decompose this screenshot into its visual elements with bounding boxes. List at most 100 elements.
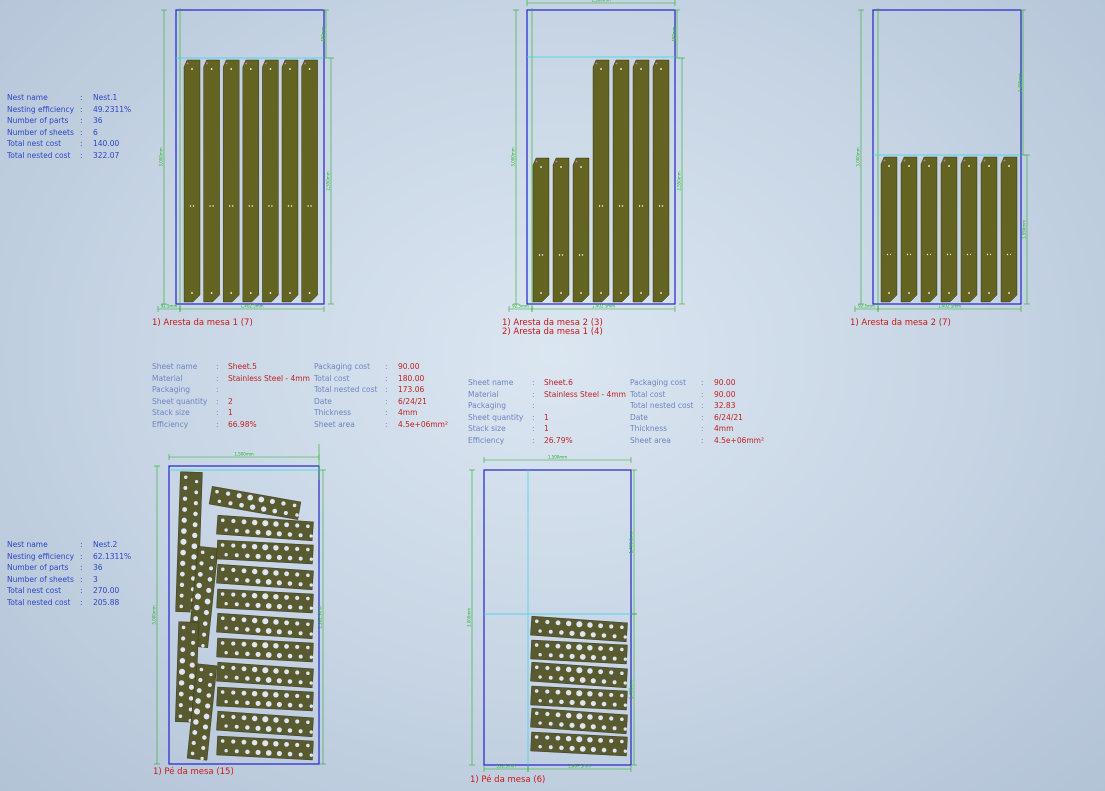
part-hole bbox=[230, 68, 233, 70]
part-marker bbox=[883, 159, 886, 162]
part-hole bbox=[236, 493, 242, 499]
part-hole bbox=[220, 543, 225, 547]
part-hole bbox=[180, 538, 187, 545]
part-hole bbox=[192, 205, 195, 207]
info-value: 90.00 bbox=[714, 389, 736, 399]
part-hole bbox=[234, 553, 239, 558]
part-hole bbox=[579, 700, 586, 706]
dimension-label: 552.5mm bbox=[496, 764, 515, 769]
info-value: 173.06 bbox=[398, 385, 425, 394]
part-marker bbox=[963, 159, 966, 162]
nested-part bbox=[960, 156, 978, 303]
part-hole bbox=[197, 571, 203, 577]
part-hole bbox=[623, 727, 627, 731]
part-hole bbox=[966, 253, 969, 256]
sheet-2-drawing[interactable]: 1,500mm3,000mm2,550mm450mm1,402.5mm92.5m… bbox=[497, 0, 692, 320]
part-hole bbox=[209, 672, 213, 677]
part-hole bbox=[306, 596, 310, 601]
part-hole bbox=[306, 573, 310, 578]
part-hole bbox=[224, 700, 228, 704]
part-hole bbox=[191, 292, 193, 294]
part-hole bbox=[295, 546, 300, 552]
part-hole bbox=[188, 684, 195, 690]
part-hole bbox=[298, 703, 303, 708]
part-hole bbox=[276, 554, 282, 561]
part-hole bbox=[178, 703, 183, 708]
part-hole bbox=[262, 691, 269, 698]
nested-part bbox=[530, 615, 628, 643]
part-hole bbox=[579, 631, 586, 637]
sheet-1-caption: 1) Aresta da mesa 1 (7) bbox=[152, 318, 253, 328]
info-label: Total nested cost bbox=[630, 401, 694, 410]
part-hole bbox=[179, 582, 185, 588]
info-label: Efficiency bbox=[152, 419, 189, 429]
part-hole bbox=[587, 645, 593, 651]
part-hole bbox=[287, 679, 293, 684]
info-value: 36 bbox=[93, 563, 103, 572]
sheet-6-drawing[interactable]: 1,500mm3,000mm1,400.1mm1,400mm1,067.5mm5… bbox=[460, 452, 650, 777]
info-label: Sheet area bbox=[314, 419, 355, 429]
info-colon: : bbox=[385, 419, 388, 429]
info-colon: : bbox=[385, 396, 388, 406]
info-colon: : bbox=[216, 396, 219, 406]
info-label: Number of parts bbox=[7, 563, 69, 572]
part-hole bbox=[192, 522, 198, 528]
part-hole bbox=[201, 644, 205, 648]
info-label: Sheet quantity bbox=[468, 412, 524, 422]
part-hole bbox=[541, 254, 544, 256]
part-hole bbox=[231, 690, 236, 695]
dimension-label: 3,000mm bbox=[159, 147, 164, 166]
sheet5-left-row: Sheet name:Sheet.5 bbox=[152, 361, 312, 373]
part-hole bbox=[295, 621, 300, 626]
part-hole bbox=[555, 666, 561, 672]
info-label: Sheet name bbox=[152, 362, 198, 371]
part-hole bbox=[276, 652, 282, 659]
part-hole bbox=[545, 735, 550, 740]
part-hole bbox=[1008, 292, 1010, 294]
sheet5-right-row: Date:6/24/21 bbox=[314, 396, 464, 408]
part-hole bbox=[249, 292, 252, 294]
part-hole bbox=[534, 643, 539, 647]
part-hole bbox=[600, 292, 602, 294]
part-hole bbox=[212, 205, 214, 207]
part-hole bbox=[309, 704, 314, 708]
part-hole bbox=[251, 690, 258, 697]
nested-part bbox=[530, 731, 628, 757]
nested-part bbox=[216, 637, 314, 663]
part-hole bbox=[309, 583, 313, 587]
part-marker bbox=[655, 62, 658, 65]
part-hole bbox=[590, 632, 596, 638]
info-value: Stainless Steel - 4mm bbox=[228, 373, 310, 383]
info-label: Stack size bbox=[468, 424, 506, 433]
info-colon: : bbox=[80, 116, 83, 125]
nested-part bbox=[216, 588, 314, 614]
part-hole bbox=[612, 726, 617, 731]
nest1-row: Nest name:Nest.1 bbox=[7, 92, 147, 104]
part-hole bbox=[298, 631, 303, 636]
part-hole bbox=[538, 675, 542, 679]
info-colon: : bbox=[216, 362, 219, 371]
part-hole bbox=[229, 205, 231, 207]
part-hole bbox=[224, 577, 228, 581]
nest1-row: Total nest cost:140.00 bbox=[7, 138, 147, 150]
info-colon: : bbox=[80, 104, 83, 114]
part-hole bbox=[245, 676, 250, 681]
sheet6-right-row: Date:6/24/21 bbox=[630, 412, 780, 424]
part-hole bbox=[295, 670, 300, 675]
part-hole bbox=[309, 632, 313, 636]
part-hole bbox=[601, 679, 607, 684]
part-hole bbox=[251, 543, 258, 550]
part-hole bbox=[251, 617, 258, 624]
part-hole bbox=[988, 165, 990, 167]
part-hole bbox=[948, 292, 950, 294]
part-hole bbox=[969, 253, 972, 256]
dimension-label: 1,400mm bbox=[629, 680, 634, 699]
nest1-row: Nesting efficiency:49.2311% bbox=[7, 104, 147, 116]
part-hole bbox=[618, 205, 621, 207]
part-hole bbox=[262, 642, 269, 649]
part-hole bbox=[579, 677, 586, 683]
